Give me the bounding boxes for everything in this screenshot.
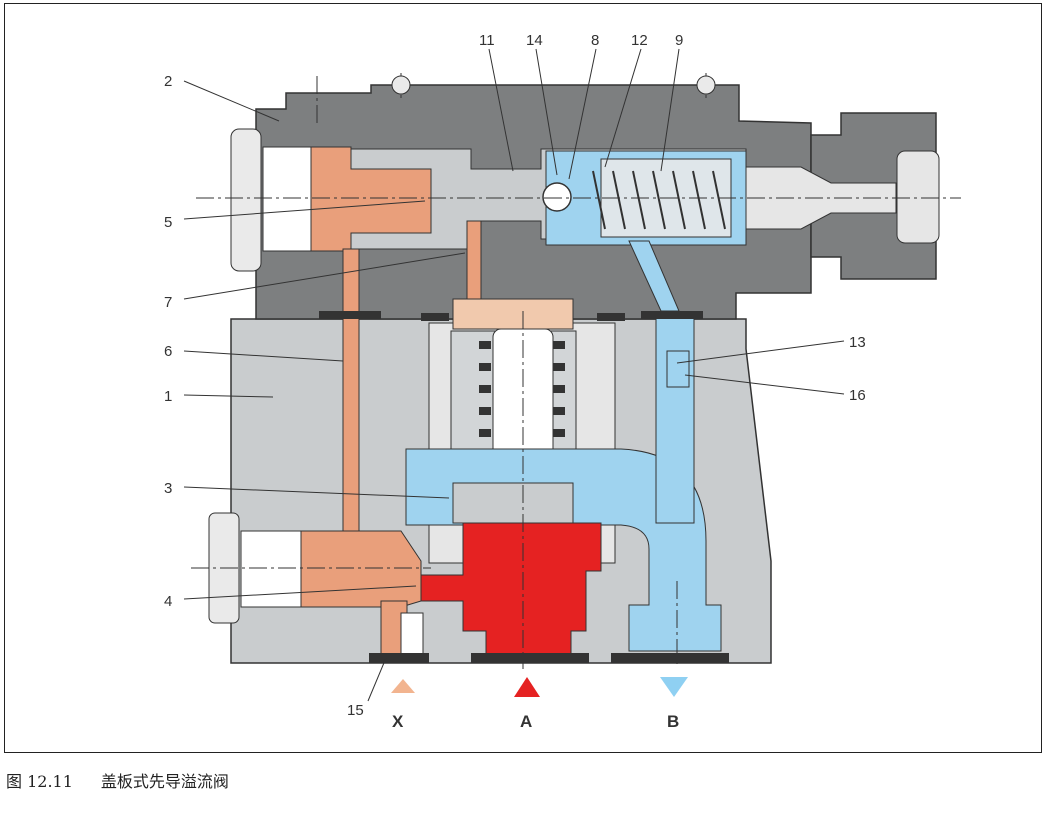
callout-5: 5	[164, 214, 172, 231]
seal-cover-mid	[421, 313, 449, 321]
main-poppet-lower	[452, 482, 574, 524]
port-x-label: X	[392, 712, 404, 731]
pilot-poppet-ball	[542, 182, 572, 212]
figure-number: 图 12.11	[6, 772, 73, 791]
callout-9: 9	[675, 32, 683, 49]
port-b-arrow	[660, 677, 688, 697]
figure-caption: 图 12.11 盖板式先导溢流阀	[6, 768, 257, 792]
x-port-insert	[400, 612, 424, 658]
port-b-label: B	[667, 712, 679, 731]
seal-cover-right	[597, 313, 625, 321]
pilot-piston	[310, 146, 432, 252]
valve-cross-section-diagram: 2 5 7 6 1 3 4 11 14 8 12 9 13 16 15 X A …	[164, 32, 961, 731]
centre-lines	[191, 73, 961, 669]
tank-drain-vertical	[655, 312, 695, 524]
upper-end-plug	[230, 128, 262, 272]
leader-lines	[183, 48, 845, 702]
callout-13: 13	[849, 334, 866, 351]
callout-15: 15	[347, 702, 364, 719]
callout-12: 12	[631, 32, 648, 49]
pilot-passage-7	[466, 220, 482, 302]
callout-14: 14	[526, 32, 543, 49]
callout-1: 1	[164, 388, 172, 405]
seal-a	[471, 653, 589, 663]
callout-3: 3	[164, 480, 172, 497]
callout-6: 6	[164, 343, 172, 360]
figure-title: 盖板式先导溢流阀	[100, 772, 229, 791]
drain-plug-16	[666, 350, 690, 388]
port-x-arrow	[391, 679, 415, 693]
figure-frame: 2 5 7 6 1 3 4 11 14 8 12 9 13 16 15 X A …	[4, 3, 1042, 753]
seal-cover-left	[319, 311, 381, 319]
upper-plug-face	[262, 146, 312, 252]
seal-x	[369, 653, 429, 663]
callout-11: 11	[479, 32, 495, 49]
pilot-spring	[592, 170, 726, 230]
seal-cover-drain	[641, 311, 703, 319]
callout-2: 2	[164, 73, 172, 90]
screw-left	[391, 75, 411, 95]
main-poppet-cap	[452, 298, 574, 330]
port-a-arrow	[514, 677, 540, 697]
callout-16: 16	[849, 387, 866, 404]
callout-8: 8	[591, 32, 599, 49]
callout-7: 7	[164, 294, 172, 311]
pilot-passage-6	[342, 248, 360, 540]
screw-right	[696, 75, 716, 95]
pressure-port-a	[420, 522, 602, 658]
orifice-body	[300, 530, 422, 608]
port-a-label: A	[520, 712, 532, 731]
callout-4: 4	[164, 593, 172, 610]
seal-b	[611, 653, 729, 663]
adjustment-knob	[896, 150, 940, 244]
